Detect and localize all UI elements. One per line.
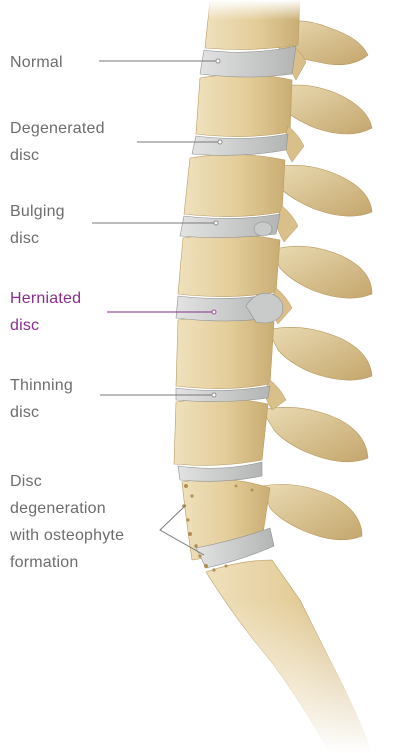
label-thinning-line-2: disc — [10, 399, 73, 426]
label-osteophyte-line-4: formation — [10, 549, 124, 576]
label-herniated-line-2: disc — [10, 312, 81, 339]
label-degenerated-line-2: disc — [10, 142, 105, 169]
label-herniated-disc: Herniated disc — [10, 285, 81, 339]
label-bulging-disc: Bulging disc — [10, 198, 65, 252]
label-degenerated-disc: Degenerated disc — [10, 115, 105, 169]
label-normal: Normal — [10, 49, 63, 76]
disc-bulge — [254, 222, 272, 236]
label-osteophyte-line-3: with osteophyte — [10, 522, 124, 549]
label-thinning-disc: Thinning disc — [10, 372, 73, 426]
label-thinning-line-1: Thinning — [10, 372, 73, 399]
label-normal-line-1: Normal — [10, 49, 63, 76]
sacrum-fade — [190, 600, 394, 753]
label-osteophyte: Disc degeneration with osteophyte format… — [10, 468, 124, 576]
label-osteophyte-line-1: Disc — [10, 468, 124, 495]
label-degenerated-line-1: Degenerated — [10, 115, 105, 142]
label-bulging-line-1: Bulging — [10, 198, 65, 225]
top-fade — [190, 0, 394, 20]
label-osteophyte-line-2: degeneration — [10, 495, 124, 522]
label-herniated-line-1: Herniated — [10, 285, 81, 312]
disc-degenerated — [192, 134, 288, 155]
label-bulging-line-2: disc — [10, 225, 65, 252]
